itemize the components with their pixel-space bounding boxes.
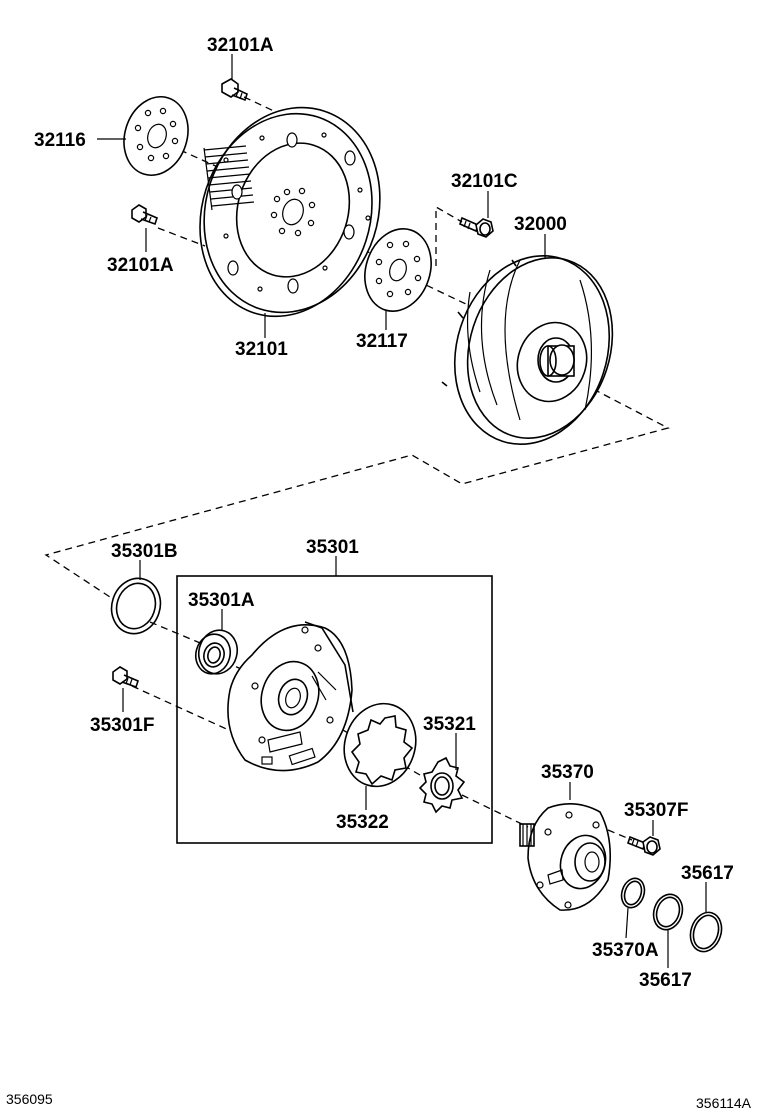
label-32117: 32117 bbox=[356, 331, 408, 352]
label-35617-bottom: 35617 bbox=[639, 970, 692, 991]
driven-gear-35322 bbox=[343, 702, 417, 788]
torque-converter-32000 bbox=[441, 255, 614, 445]
label-35301b: 35301B bbox=[111, 541, 178, 562]
part-labels: 32101A 32116 32101A 32101 32101C 32000 3… bbox=[34, 35, 734, 991]
label-32101a-top: 32101A bbox=[207, 35, 274, 56]
drive-plate-32101 bbox=[199, 106, 381, 318]
bolt-35307f bbox=[627, 835, 661, 856]
label-35617-right: 35617 bbox=[681, 863, 734, 884]
bolt-32101a-left bbox=[131, 204, 158, 226]
plate-32117 bbox=[364, 228, 432, 312]
footer-code-right: 356114A bbox=[696, 1095, 752, 1111]
seal-ring-35370a bbox=[620, 877, 646, 909]
plate-32116 bbox=[123, 95, 189, 177]
label-35321: 35321 bbox=[423, 714, 476, 735]
bolt-32101c bbox=[459, 216, 494, 238]
label-32116: 32116 bbox=[34, 130, 86, 151]
o-ring-35301b bbox=[110, 577, 162, 635]
drive-gear-35321 bbox=[418, 756, 466, 814]
seal-ring-35617-a bbox=[652, 893, 684, 931]
label-32101: 32101 bbox=[235, 339, 288, 360]
seal-ring-35617-b bbox=[689, 911, 723, 953]
assembly-box-35301 bbox=[176, 575, 493, 844]
oil-pump-body bbox=[227, 621, 354, 772]
label-32101a-left: 32101A bbox=[107, 255, 174, 276]
callout-leaders bbox=[97, 54, 707, 968]
label-35370: 35370 bbox=[541, 762, 594, 783]
label-35322: 35322 bbox=[336, 812, 389, 833]
label-35301: 35301 bbox=[306, 537, 359, 558]
bolt-35301f bbox=[112, 666, 139, 689]
footer-code-left: 356095 bbox=[6, 1091, 53, 1107]
oil-seal-35301a bbox=[194, 629, 239, 675]
label-35307f: 35307F bbox=[624, 800, 688, 821]
label-32000: 32000 bbox=[514, 214, 567, 235]
stator-shaft-35370 bbox=[519, 803, 612, 911]
label-35301a: 35301A bbox=[188, 590, 255, 611]
label-35370a: 35370A bbox=[592, 940, 659, 961]
label-35301f: 35301F bbox=[90, 715, 154, 736]
label-32101c: 32101C bbox=[451, 171, 518, 192]
bolt-32101a-top bbox=[221, 78, 248, 102]
